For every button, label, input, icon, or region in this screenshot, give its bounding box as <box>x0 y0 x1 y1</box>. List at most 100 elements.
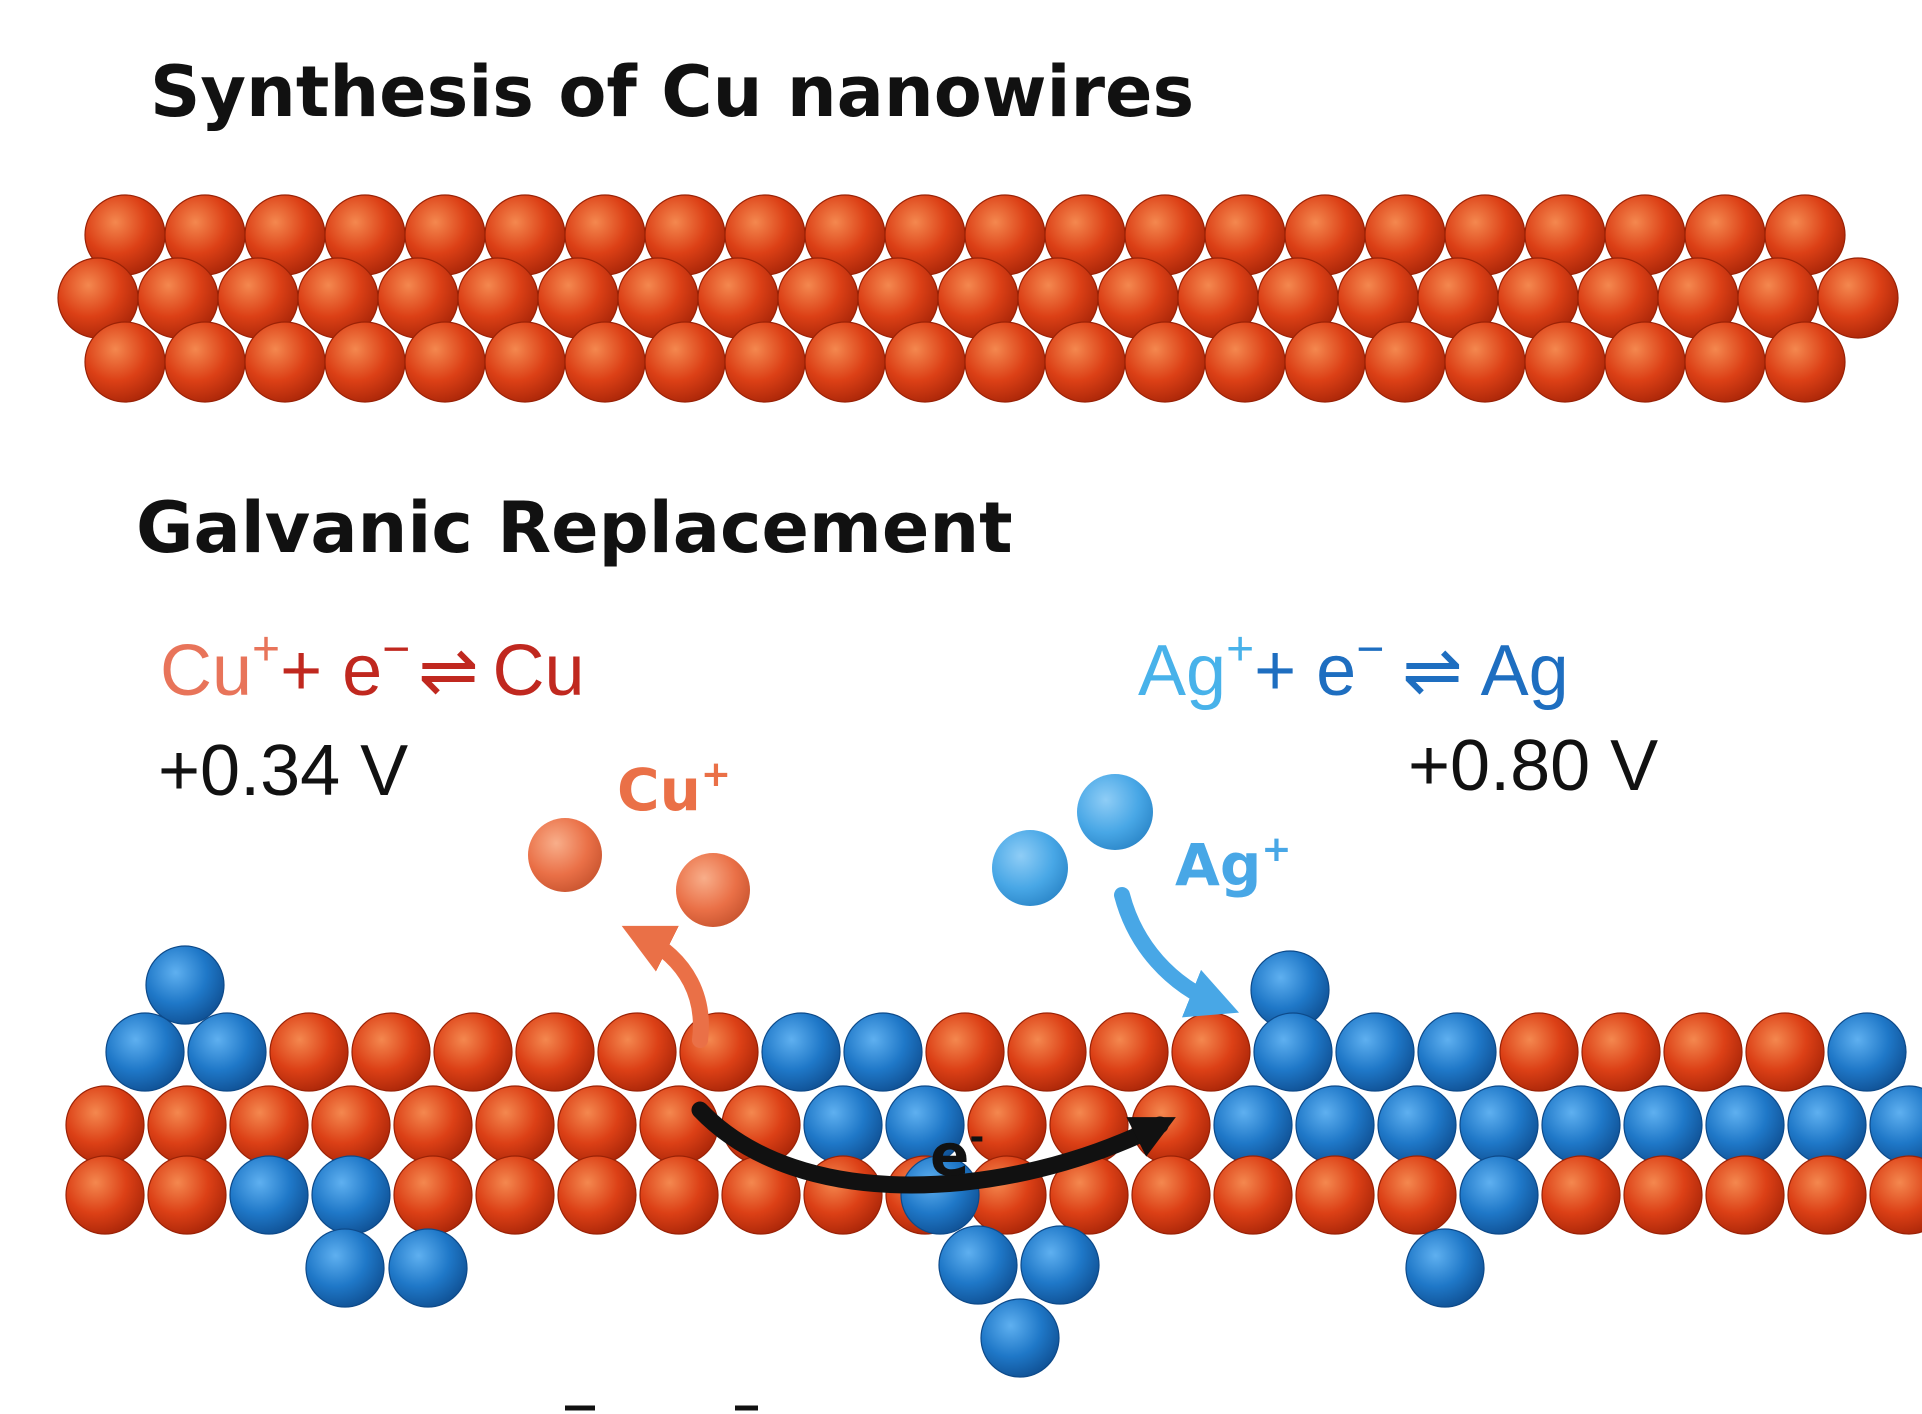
silver-replaced-nanowire <box>65 945 1922 1378</box>
copper-atom <box>324 321 406 403</box>
silver-atom <box>1295 1085 1375 1165</box>
copper-atom <box>84 321 166 403</box>
ag-eq-electron: + e <box>1254 631 1356 711</box>
copper-atom <box>925 1012 1005 1092</box>
copper-atom <box>557 1155 637 1235</box>
copper-atom <box>147 1085 227 1165</box>
copper-atom <box>1524 321 1606 403</box>
silver-atom <box>1335 1012 1415 1092</box>
svg-text:Cu++ e−⇌Cu: Cu++ e−⇌Cu <box>160 623 585 711</box>
copper-atom <box>1623 1155 1703 1235</box>
silver-atom <box>1705 1085 1785 1165</box>
silver-atom <box>1459 1155 1539 1235</box>
copper-atom <box>1213 1155 1293 1235</box>
copper-nanowire <box>57 194 1899 403</box>
silver-atom <box>1827 1012 1907 1092</box>
silver-atom <box>1417 1012 1497 1092</box>
copper-ions: Cu+ <box>528 754 750 927</box>
copper-atom <box>475 1155 555 1235</box>
silver-atom <box>1787 1085 1867 1165</box>
copper-atom <box>1787 1155 1867 1235</box>
electron-transfer-arrow <box>691 1101 1176 1194</box>
copper-atom <box>1705 1155 1785 1235</box>
copper-atom <box>1444 321 1526 403</box>
copper-atom <box>1817 257 1899 339</box>
cu-eq-charge: + <box>252 623 280 676</box>
copper-atom <box>484 321 566 403</box>
cu-eq-product: Cu <box>493 631 585 711</box>
silver-atom <box>803 1085 883 1165</box>
silver-atom <box>761 1012 841 1092</box>
copper-ion-atom <box>528 818 602 892</box>
copper-atom <box>244 321 326 403</box>
cu-eq-species: Cu <box>160 631 252 711</box>
copper-atom <box>475 1085 555 1165</box>
silver-atom <box>305 1228 385 1308</box>
cu-ion-label: Cu+ <box>617 754 731 824</box>
copper-atom <box>804 321 886 403</box>
copper-atom <box>65 1155 145 1235</box>
copper-atom <box>1869 1155 1922 1235</box>
copper-atom <box>1745 1012 1825 1092</box>
cu-eq-electron: + e <box>280 631 382 711</box>
copper-atom <box>597 1012 677 1092</box>
electron-label: e- <box>930 1117 984 1189</box>
copper-atom <box>269 1012 349 1092</box>
ag-eq-electron-charge: − <box>1356 623 1384 676</box>
ag-eq-product: Ag <box>1481 631 1569 711</box>
silver-atom <box>388 1228 468 1308</box>
ag-potential: +0.80 V <box>1408 726 1658 806</box>
copper-atom <box>164 321 246 403</box>
copper-atom <box>1044 321 1126 403</box>
silver-atom <box>105 1012 185 1092</box>
svg-text:Ag++ e−⇌Ag: Ag++ e−⇌Ag <box>1138 623 1569 711</box>
cu-potential: +0.34 V <box>158 731 408 811</box>
silver-atom <box>1405 1228 1485 1308</box>
ag-eq-charge: + <box>1226 623 1254 676</box>
silver-atom <box>1213 1085 1293 1165</box>
copper-ion-atom <box>676 853 750 927</box>
silver-atom <box>187 1012 267 1092</box>
cu-eq-electron-charge: − <box>382 623 410 676</box>
copper-atom <box>1541 1155 1621 1235</box>
ag-half-reaction: Ag++ e−⇌Ag +0.80 V <box>1138 623 1658 806</box>
copper-atom <box>1684 321 1766 403</box>
ag-deposit-arrow <box>1114 887 1240 1018</box>
silver-atom <box>1869 1085 1922 1165</box>
copper-atom <box>679 1012 759 1092</box>
copper-atom <box>1663 1012 1743 1092</box>
cu-release-arrow <box>621 925 709 1048</box>
copper-atom <box>964 321 1046 403</box>
copper-atom <box>1131 1155 1211 1235</box>
silver-ion-atom <box>1077 774 1153 850</box>
copper-atom <box>351 1012 431 1092</box>
copper-atom <box>639 1155 719 1235</box>
copper-atom <box>724 321 806 403</box>
copper-atom <box>1377 1155 1457 1235</box>
copper-atom <box>65 1085 145 1165</box>
copper-atom <box>1204 321 1286 403</box>
copper-atom <box>1764 321 1846 403</box>
copper-atom <box>515 1012 595 1092</box>
copper-atom <box>884 321 966 403</box>
copper-atom <box>393 1155 473 1235</box>
copper-atom <box>311 1085 391 1165</box>
silver-ion-atom <box>992 830 1068 906</box>
silver-atom <box>980 1298 1060 1378</box>
silver-atom <box>1623 1085 1703 1165</box>
cu-eq-arrow: ⇌ <box>418 631 478 711</box>
copper-atom <box>229 1085 309 1165</box>
silver-atom <box>938 1225 1018 1305</box>
copper-atom <box>1604 321 1686 403</box>
copper-atom <box>1284 321 1366 403</box>
section-title: Galvanic Replacement <box>136 487 1013 569</box>
copper-atom <box>644 321 726 403</box>
copper-atom <box>1499 1012 1579 1092</box>
silver-atom <box>311 1155 391 1235</box>
copper-atom <box>147 1155 227 1235</box>
copper-atom <box>557 1085 637 1165</box>
silver-atom <box>1377 1085 1457 1165</box>
silver-ions: Ag+ <box>992 774 1292 906</box>
copper-atom <box>1364 321 1446 403</box>
